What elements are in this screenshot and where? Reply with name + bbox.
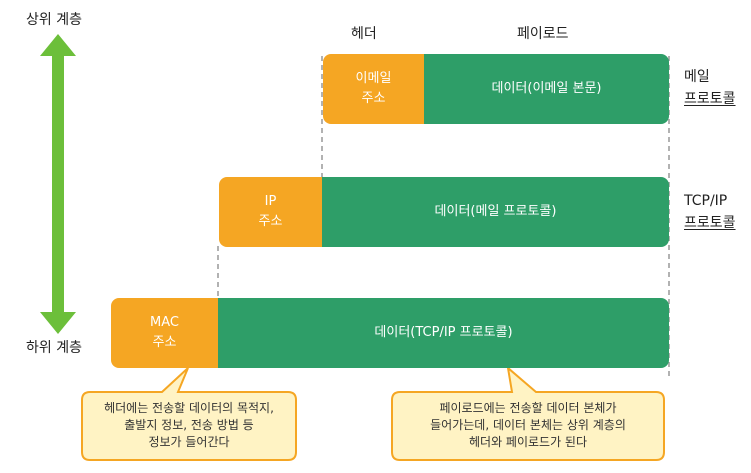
mac-header-line-1: MAC xyxy=(150,315,179,330)
email-header-line-2: 주소 xyxy=(361,91,386,106)
tcpip-protocol-payload-block: 데이터(TCP/IP 프로토콜) xyxy=(218,298,669,368)
tcpip-protocol-line-2: 프로토콜 xyxy=(684,215,736,231)
ip-address-header-block: IP 주소 xyxy=(219,177,322,247)
header-note-text: 헤더에는 전송할 데이터의 목적지, 출발지 정보, 전송 방법 등 정보가 들… xyxy=(84,400,294,451)
payload-note-bubble xyxy=(391,365,665,461)
mac-header-line-2: 주소 xyxy=(152,335,177,350)
header-note-line-3: 정보가 들어간다 xyxy=(148,435,230,449)
tcpip-payload-text: 데이터(메일 프로토콜) xyxy=(434,204,557,219)
payload-column-label: 페이로드 xyxy=(517,26,569,42)
tcpip-protocol-line-1: TCP/IP xyxy=(684,193,728,209)
payload-note-text: 페이로드에는 전송할 데이터 본체가 들어가는데, 데이터 본체는 상위 계층의… xyxy=(394,400,662,451)
payload-note-line-2: 들어가는데, 데이터 본체는 상위 계층의 xyxy=(430,418,626,432)
email-address-header-block: 이메일 주소 xyxy=(323,54,424,124)
mail-protocol-payload-block: 데이터(메일 프로토콜) xyxy=(322,177,669,247)
tcpip-protocol-label: TCP/IP 프로토콜 xyxy=(684,190,736,234)
header-note-line-1: 헤더에는 전송할 데이터의 목적지, xyxy=(104,401,274,415)
email-payload-text: 데이터(이메일 본문) xyxy=(491,81,602,96)
ip-header-line-2: 주소 xyxy=(258,214,283,229)
mac-address-header-block: MAC 주소 xyxy=(111,298,218,368)
email-body-payload-block: 데이터(이메일 본문) xyxy=(424,54,669,124)
payload-note-line-1: 페이로드에는 전송할 데이터 본체가 xyxy=(439,401,617,415)
dashed-guides xyxy=(217,56,670,380)
ip-header-line-1: IP xyxy=(264,194,277,209)
payload-note-line-3: 헤더와 페이로드가 된다 xyxy=(468,435,588,449)
mail-protocol-label: 메일 프로토콜 xyxy=(684,66,736,110)
layer-direction-arrow xyxy=(40,34,76,334)
header-column-label: 헤더 xyxy=(351,26,377,42)
lower-layer-label: 하위 계층 xyxy=(26,340,82,356)
mac-payload-text: 데이터(TCP/IP 프로토콜) xyxy=(374,325,513,340)
email-header-line-1: 이메일 xyxy=(355,71,392,86)
header-note-line-2: 출발지 정보, 전송 방법 등 xyxy=(124,418,254,432)
mail-protocol-line-1: 메일 xyxy=(684,69,710,85)
upper-layer-label: 상위 계층 xyxy=(26,12,82,28)
mail-protocol-line-2: 프로토콜 xyxy=(684,91,736,107)
header-note-bubble xyxy=(81,367,297,461)
